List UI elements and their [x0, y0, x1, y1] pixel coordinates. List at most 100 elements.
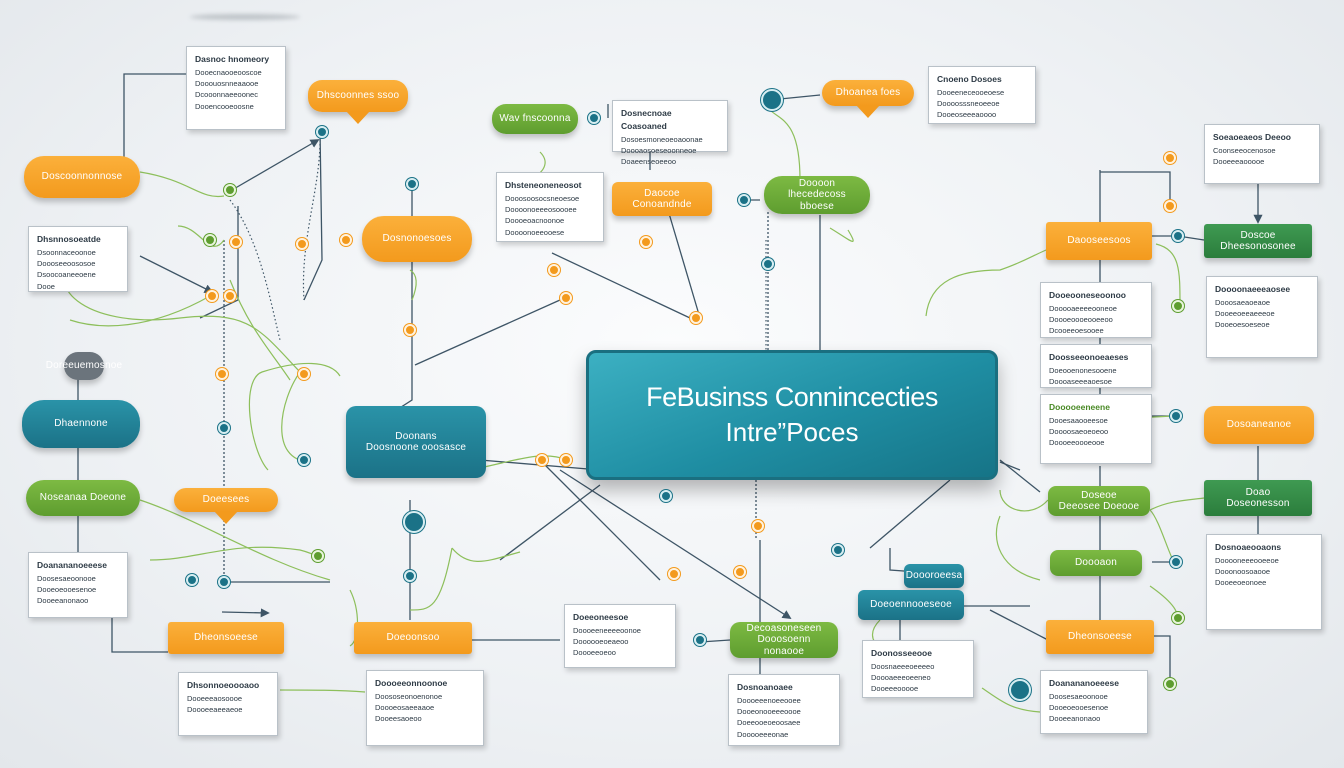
card-line: Doosesaeoonooe	[37, 573, 96, 583]
node-pill[interactable]: Dheonsoeese	[168, 622, 284, 654]
node-label: Dheonsoeese	[1068, 631, 1132, 643]
node-pill[interactable]: Doscoonnonnose	[24, 156, 140, 198]
info-card[interactable]: Dhsteneoneneosot Dooosoosocsneoesoe Dooo…	[496, 172, 604, 242]
node-pill[interactable]: Daooseesoos	[1046, 222, 1152, 260]
connector-dot	[660, 490, 672, 502]
card-line: Doooaseeeaoesoe	[1049, 377, 1112, 386]
card-title: Dosnoaeooaons	[1215, 542, 1282, 552]
node-label: Doao Doseonesson	[1226, 486, 1290, 510]
central-node[interactable]: FeBusinss Connincecties Intre”Poces	[586, 350, 998, 480]
connector-dot	[298, 368, 310, 380]
connector-dot	[560, 454, 572, 466]
card-line: Doooeoooeooeeoo	[1049, 315, 1113, 324]
connector-dot	[404, 324, 416, 336]
card-line: Doooosssneoeeoe	[937, 99, 1000, 108]
card-line: Dooooaeeeeooneoe	[1049, 303, 1117, 313]
connector-dot	[548, 264, 560, 276]
connector-dot	[640, 236, 652, 248]
node-label: Daooseesoos	[1067, 235, 1131, 247]
node-pill[interactable]: Dhaennone	[22, 400, 140, 448]
node-pill[interactable]: Doeoonsoo	[354, 622, 472, 654]
card-line: Doooaeeeoeeneo	[871, 673, 931, 682]
node-pill[interactable]: Doreeuemosnoe	[46, 352, 122, 380]
node-pill[interactable]: Doeesees	[174, 488, 278, 524]
card-line: Doeooenonesooene	[1049, 365, 1117, 375]
node-label: Doooon lhecedecoss bboese	[788, 177, 846, 212]
card-line: Dooouosnneaaooe	[195, 79, 259, 88]
node-pill[interactable]: Dhscoonnes ssoo	[308, 80, 408, 124]
card-title: Dosnecnoae Coasoaned	[621, 108, 672, 131]
info-card[interactable]: Doosseeonoeaeses Doeooenonesooene Doooas…	[1040, 344, 1152, 388]
info-card[interactable]: Cnoeno Dosoes Dooeeneceooeoese Doooosssn…	[928, 66, 1036, 124]
card-title: Doosseeonoeaeses	[1049, 352, 1129, 362]
info-card[interactable]: Doooonaeeeaosee Dooosaeaoeaoe Dooeeoeeae…	[1206, 276, 1318, 358]
central-title: FeBusinss Connincecties	[646, 382, 938, 412]
info-card[interactable]: Doanananoeeese Doosesaeoonooe Dooeoeooes…	[28, 552, 128, 618]
card-line: Dooeoeooesenoe	[1049, 703, 1109, 712]
node-pill[interactable]: Doooroeesa	[904, 564, 964, 588]
node-label: Noseanaa Doeone	[39, 492, 127, 504]
info-card[interactable]: Dosnoanoaee Doooeeenoeeooee Dooeonooeeeo…	[728, 674, 840, 746]
node-label: Wav fnscoonna	[499, 113, 571, 125]
node-pill[interactable]: Doooaon	[1050, 550, 1142, 576]
node-label: Doseoe Deeosee Doeooe	[1058, 489, 1140, 513]
node-pill[interactable]: Doao Doseonesson	[1204, 480, 1312, 516]
card-line: Coonseeocenosoe	[1213, 145, 1276, 155]
info-card[interactable]: Dosnecnoae Coasoaned Dosoesmoneoeoaoonae…	[612, 100, 728, 166]
node-label: Dhaennone	[54, 418, 108, 430]
node-label: Doeesees	[202, 494, 250, 506]
node-label: Doscoe Dheesonosonee	[1220, 229, 1296, 253]
card-title: Dhsteneoneneosot	[505, 180, 582, 190]
connector-dot	[761, 89, 783, 111]
connector-dot	[1009, 679, 1031, 701]
info-card[interactable]: Dosnoaeooaons Dooooneeeooeeoe Dooonoosoa…	[1206, 534, 1322, 630]
card-line: Dooesaaooeesoe	[1049, 415, 1108, 425]
info-card[interactable]: Dooooeeneene Dooesaaooeesoe Doooosaeoeoe…	[1040, 394, 1152, 464]
card-title: Doonosseeooe	[871, 648, 932, 658]
card-line: Dooeoesoeseoe	[1215, 320, 1270, 330]
info-card[interactable]: Doanananoeeese Doosesaeoonooe Dooeoeooes…	[1040, 670, 1148, 734]
card-title: Dooeooneseoonoo	[1049, 290, 1126, 300]
node-pill[interactable]: Dheonsoeese	[1046, 620, 1154, 654]
connector-dot	[1170, 556, 1182, 568]
node-pill[interactable]: Dosoaneanoe	[1204, 406, 1314, 444]
info-card[interactable]: Soeaoeaeos Deeoo Coonseeocenosoe Dooeeea…	[1204, 124, 1320, 184]
node-pill[interactable]: Noseanaa Doeone	[26, 480, 140, 516]
card-title: Doeeoneesoe	[573, 612, 629, 622]
connector-dot	[1164, 678, 1176, 690]
connector-dot	[1164, 200, 1176, 212]
node-pill[interactable]: Doooon lhecedecoss bboese	[764, 176, 870, 214]
node-pill[interactable]: Doeoennooeseoe	[858, 590, 964, 620]
connector-dot	[1172, 612, 1184, 624]
connector-dot	[1164, 152, 1176, 164]
card-line: Dooeonooeeeoooe	[737, 707, 801, 716]
card-line: Doooaosoeseoonneoe	[621, 145, 697, 155]
info-card[interactable]: Doonosseeooe Doosnaeeeoeeeeo Doooaeeeoee…	[862, 640, 974, 698]
card-title: Dhsnnosoeatde	[37, 234, 101, 244]
node-pill[interactable]: Doscoe Dheesonosonee	[1204, 224, 1312, 258]
node-pill[interactable]: Decoasoneseen Dooosoenn nonaooe	[730, 622, 838, 658]
node-pill[interactable]: Doseoe Deeosee Doeooe	[1048, 486, 1150, 516]
connector-dot	[762, 258, 774, 270]
info-card[interactable]: Doooeeonnoonoe Doososeonoenonoe Doooeosa…	[366, 670, 484, 746]
node-pill[interactable]: Doonans Doosnoone ooosasce	[346, 406, 486, 478]
info-card[interactable]: Dhsonnoeoooaoo Dooeeeaosoooe Doooeeaeeae…	[178, 672, 278, 736]
node-pill[interactable]: Wav fnscoonna	[492, 104, 578, 134]
connector-dot	[668, 568, 680, 580]
card-line: Dooeeoeeaeeeoe	[1215, 309, 1275, 318]
node-label: Dosnonoesoes	[382, 233, 452, 245]
card-line: Doososeonoenonoe	[375, 691, 443, 701]
connector-dot	[296, 238, 308, 250]
node-pill[interactable]: Dhoanea foes	[822, 80, 914, 118]
card-line: Doosesaeoonooe	[1049, 691, 1108, 701]
node-pill[interactable]: Dosnonoesoes	[362, 216, 472, 262]
info-card[interactable]: Dhsnnosoeatde Dsoonnaceoonoe Doooseeooso…	[28, 226, 128, 292]
info-card[interactable]: Dasnoc hnomeory Dooecnaooeooscoe Dooouos…	[186, 46, 286, 130]
card-line: Doooeosaeeaaoe	[375, 703, 435, 712]
card-line: Dooosaeaoeaoe	[1215, 297, 1271, 307]
info-card[interactable]: Doeeoneesoe Doooeeneeeeoonoe Doooooeoeae…	[564, 604, 676, 668]
node-label: Daocoe Conoandnde	[632, 187, 692, 211]
node-pill[interactable]: Daocoe Conoandnde	[612, 182, 712, 216]
info-card[interactable]: Dooeooneseoonoo Dooooaeeeeooneoe Doooeoo…	[1040, 282, 1152, 338]
card-line: Dooeeanonaoo	[1049, 714, 1101, 724]
